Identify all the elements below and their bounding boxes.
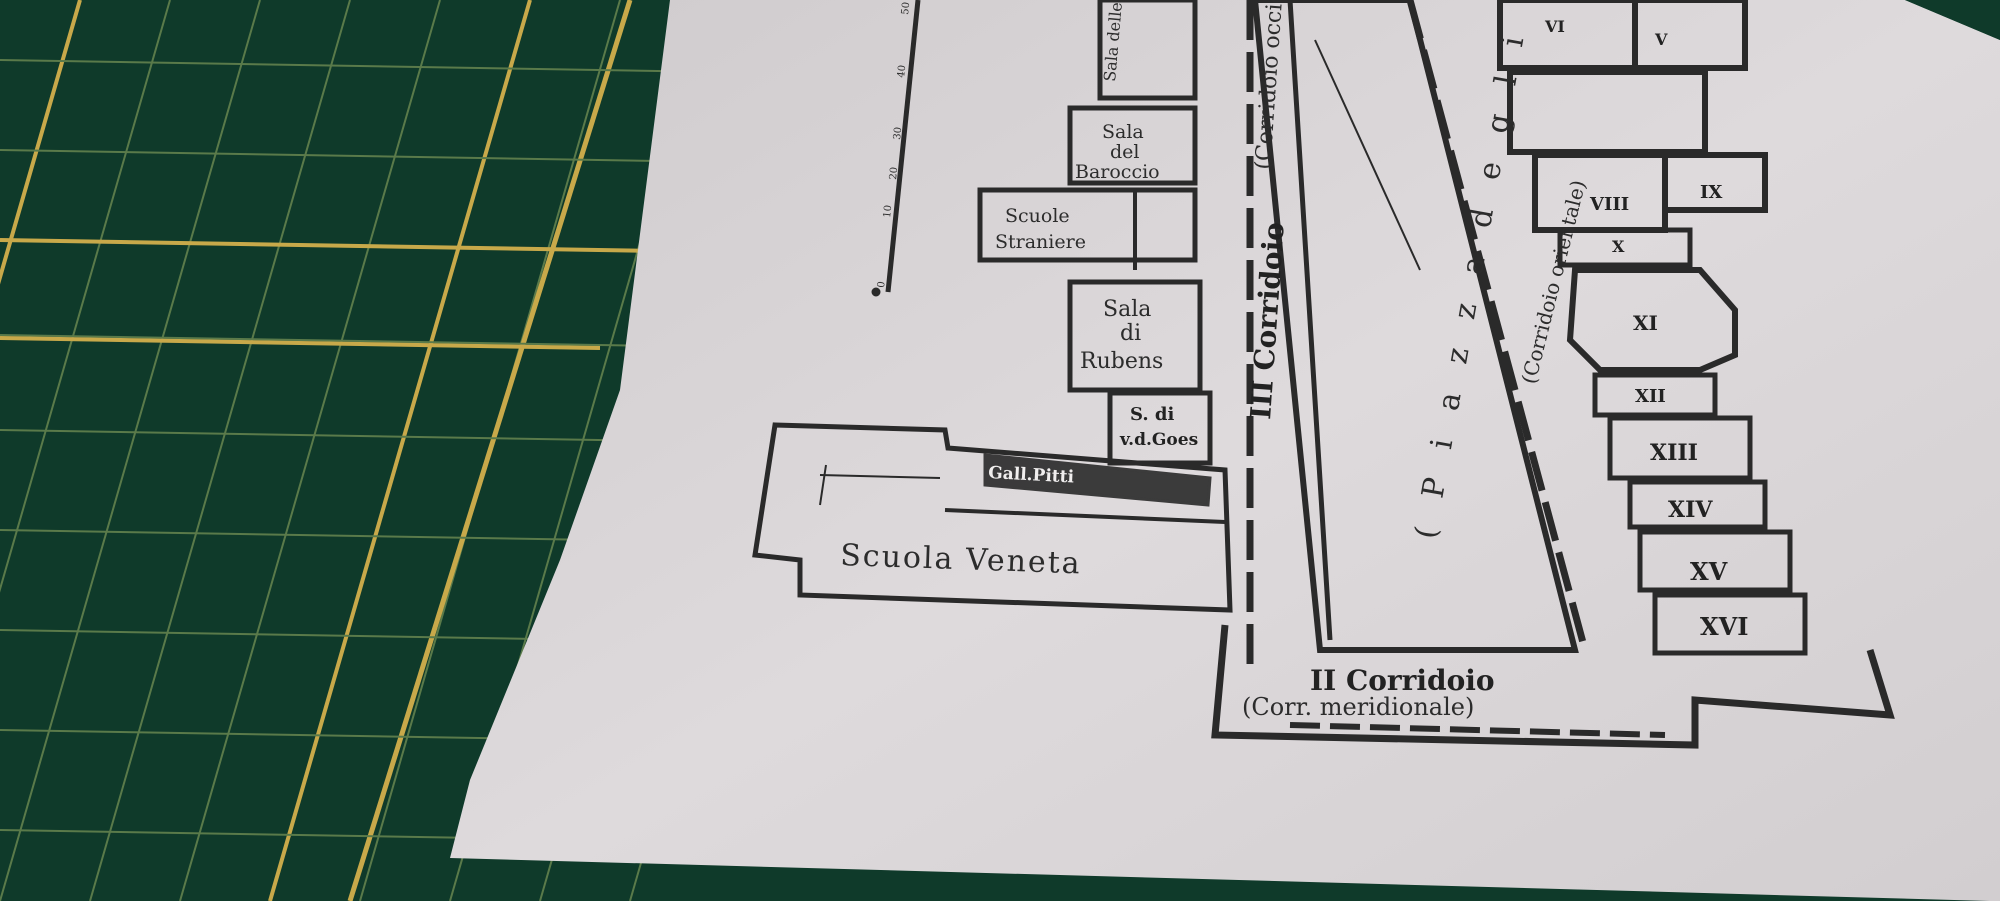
scale-tick-30: 30 bbox=[892, 126, 904, 140]
veneta-guide-tick bbox=[819, 464, 827, 506]
gall-pitti-stairs bbox=[983, 453, 1212, 507]
paper-sheet bbox=[450, 0, 2000, 901]
label-room-xvi: XVI bbox=[1700, 612, 1748, 641]
room-sala-delle bbox=[1097, 0, 1198, 101]
label-room-xiv: XIV bbox=[1668, 497, 1713, 523]
piazza-block bbox=[1251, 0, 1579, 653]
label-baroccio-3: Baroccio bbox=[1075, 161, 1160, 183]
room-v bbox=[1632, 0, 1748, 71]
floor-plan-lines bbox=[752, 0, 1895, 749]
corridor-second bbox=[1211, 624, 1895, 749]
mat-grid-vertical bbox=[0, 0, 261, 901]
label-scuola-veneta: Scuola Veneta bbox=[840, 538, 1083, 581]
room-x bbox=[1557, 227, 1693, 268]
label-goes-1: S. di bbox=[1130, 404, 1174, 425]
label-room-v: V bbox=[1654, 30, 1668, 49]
label-rubens-1: Sala bbox=[1103, 297, 1151, 322]
room-sala-baroccio bbox=[1067, 105, 1198, 186]
label-rubens-3: Rubens bbox=[1080, 349, 1163, 374]
room-scuole-straniere bbox=[977, 187, 1198, 263]
mat-grid-horizontal-major bbox=[0, 336, 601, 350]
room-xv bbox=[1637, 529, 1793, 593]
corridor-second-dash bbox=[1289, 722, 1666, 738]
label-rubens-2: di bbox=[1120, 321, 1141, 346]
label-room-viii: VIII bbox=[1589, 194, 1629, 215]
mat-grid-vertical bbox=[268, 0, 532, 901]
label-room-ix: IX bbox=[1700, 182, 1722, 203]
paper-right-shadow bbox=[1905, 0, 2000, 40]
label-straniere-2: Straniere bbox=[995, 231, 1086, 253]
scale-tick-50: 50 bbox=[900, 1, 912, 15]
mat-grid-vertical bbox=[89, 0, 351, 901]
label-corridor-second: II Corridoio bbox=[1310, 664, 1495, 697]
scale-tick-20: 20 bbox=[888, 166, 900, 180]
veneta-inner-wall bbox=[944, 508, 1226, 524]
piazza-guide-line bbox=[1314, 39, 1421, 271]
room-xvi bbox=[1652, 592, 1808, 656]
room-xiv bbox=[1627, 479, 1768, 530]
label-room-xv: XV bbox=[1690, 557, 1728, 586]
room-scuola-veneta bbox=[752, 422, 1233, 613]
label-room-xiii: XIII bbox=[1650, 440, 1698, 466]
label-room-vi: VI bbox=[1544, 17, 1565, 36]
corridor-east bbox=[1406, 0, 1589, 651]
room-ix bbox=[1662, 152, 1768, 213]
room-xiii bbox=[1607, 415, 1753, 481]
mat-grid-vertical bbox=[0, 0, 171, 593]
room-xi bbox=[1566, 267, 1738, 373]
mat-grid-vertical bbox=[179, 0, 441, 901]
scale-tick-0: 0 bbox=[876, 281, 888, 288]
label-room-xi: XI bbox=[1633, 311, 1658, 335]
scale-bar bbox=[885, 0, 921, 293]
scale-tick-40: 40 bbox=[896, 64, 908, 78]
label-corridor-second-sub: (Corr. meridionale) bbox=[1242, 693, 1474, 721]
veneta-guide-line bbox=[819, 474, 941, 479]
scale-tick-10: 10 bbox=[882, 204, 894, 218]
label-gall-pitti: Gall.Pitti bbox=[988, 463, 1075, 487]
label-goes-2: v.d.Goes bbox=[1119, 430, 1198, 450]
corridor-third-inner bbox=[1287, 0, 1333, 641]
label-room-xii: XII bbox=[1635, 386, 1666, 407]
room-sala-rubens bbox=[1067, 279, 1203, 393]
label-baroccio-1: Sala bbox=[1102, 121, 1144, 143]
label-baroccio-2: del bbox=[1110, 141, 1139, 163]
label-straniere-1: Scuole bbox=[1005, 205, 1070, 227]
mat-grid-vertical-major bbox=[347, 0, 633, 901]
room-xii bbox=[1592, 372, 1718, 418]
label-room-x: X bbox=[1612, 237, 1625, 256]
scale-bar-origin bbox=[871, 287, 881, 297]
